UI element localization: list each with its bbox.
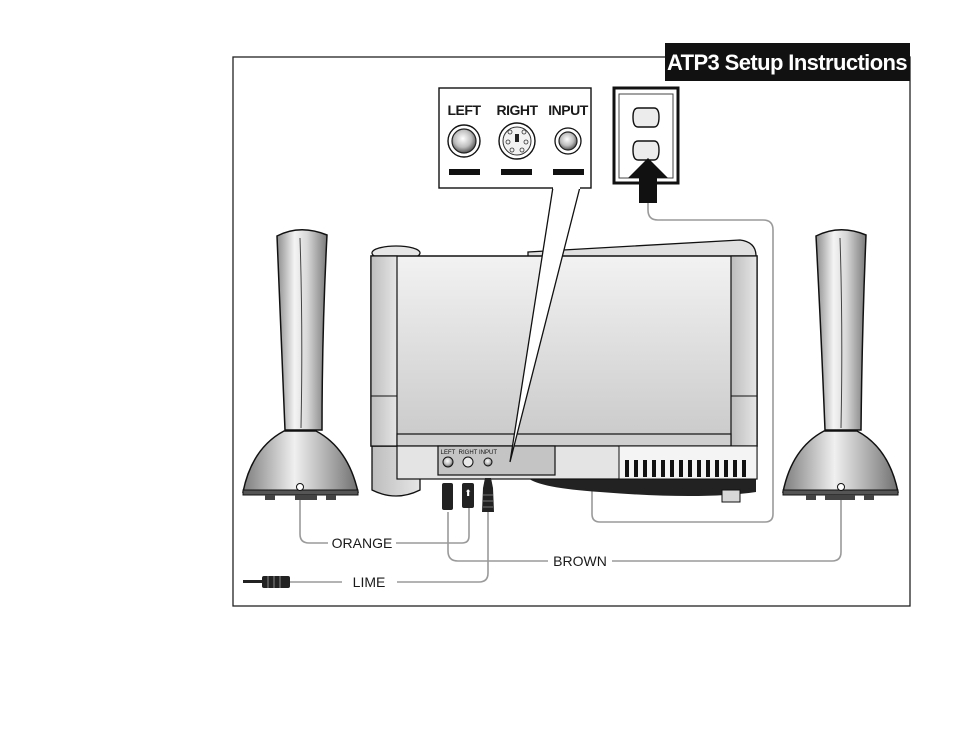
outlet-socket-top <box>632 107 660 128</box>
vent-slot <box>625 460 629 477</box>
vent-slot <box>661 460 665 477</box>
vent-slot <box>652 460 656 477</box>
vent-slot <box>670 460 674 477</box>
vent-slot <box>715 460 719 477</box>
plug-left <box>442 483 453 510</box>
wire-label-brown: BROWN <box>553 553 607 569</box>
vent-slot <box>679 460 683 477</box>
panel-jack-left <box>442 456 454 468</box>
plug-in-arrow-icon <box>628 158 668 203</box>
diagram-title: ATP3 Setup Instructions <box>667 50 907 75</box>
vent-slot <box>706 460 710 477</box>
connector-panel <box>437 445 556 476</box>
vent-slot <box>724 460 728 477</box>
panel-label-right: RIGHT <box>459 450 478 456</box>
inset-jack-left <box>447 124 481 158</box>
audio-source-plug <box>243 576 290 588</box>
vent-slot <box>742 460 746 477</box>
panel-jack-right <box>462 456 474 468</box>
plug-right <box>462 483 474 508</box>
right-speaker <box>782 229 899 500</box>
inset-color-tab-input <box>553 169 584 175</box>
vent-slot <box>697 460 701 477</box>
inset-label-left: LEFT <box>448 102 482 118</box>
vent-slot <box>688 460 692 477</box>
title-banner: ATP3 Setup Instructions <box>665 43 910 81</box>
panel-label-left: LEFT <box>441 450 456 456</box>
vent-slot <box>634 460 638 477</box>
vent-slot <box>643 460 647 477</box>
left-speaker <box>242 229 359 500</box>
wire-label-orange: ORANGE <box>332 535 393 551</box>
inset-color-tab-left <box>449 169 480 175</box>
plugs: ⬆ <box>442 478 494 512</box>
svg-text:⬆: ⬆ <box>464 489 472 499</box>
wire-label-lime: LIME <box>353 574 386 590</box>
subwoofer-unit: LEFT RIGHT INPUT <box>370 239 758 503</box>
panel-label-input: INPUT <box>479 450 497 456</box>
inset-din-jack-right <box>498 122 536 160</box>
vent-slots <box>625 460 746 477</box>
inset-jack-input <box>554 127 582 155</box>
inset-color-tab-right <box>501 169 532 175</box>
inset-label-input: INPUT <box>548 102 588 118</box>
inset-label-right: RIGHT <box>496 102 538 118</box>
callout-pointer <box>509 186 581 463</box>
vent-slot <box>733 460 737 477</box>
outlet-socket-bottom <box>632 140 660 161</box>
wires <box>290 202 842 583</box>
panel-jack-input <box>483 457 493 467</box>
connector-inset: LEFT RIGHT INPUT <box>438 87 592 189</box>
